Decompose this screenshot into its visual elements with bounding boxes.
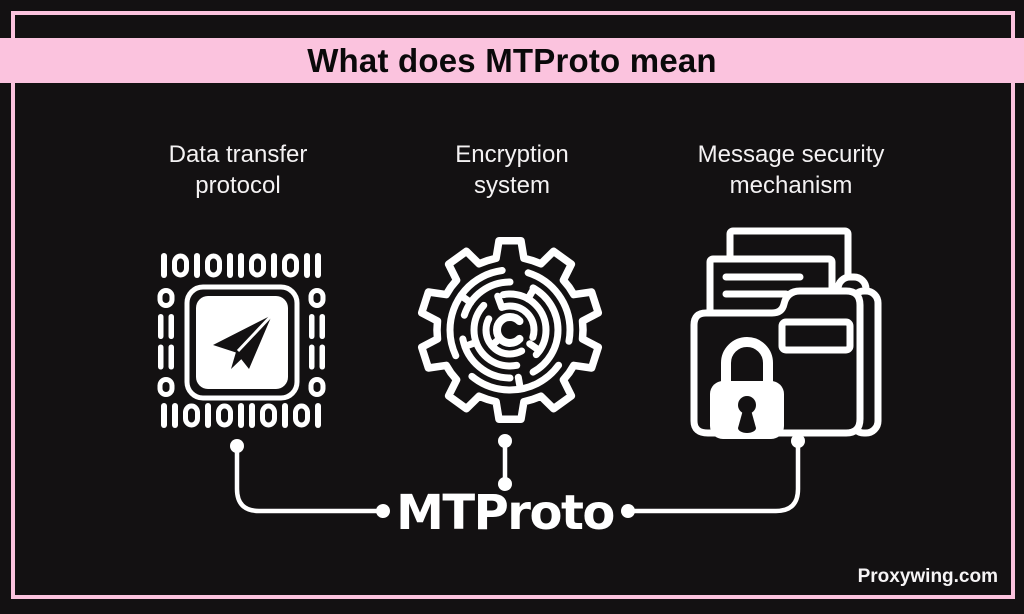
label-encryption-system: Encryption system: [455, 141, 569, 199]
paper-text-lines: [722, 273, 804, 298]
maze-wall: [494, 292, 506, 311]
binary-zero: [282, 253, 299, 278]
binary-bar: [227, 253, 233, 278]
binary-bar: [168, 314, 174, 339]
keyhole-stem: [738, 410, 756, 433]
telegram-chip-icon: [157, 253, 326, 428]
paper-plane-tail: [231, 352, 242, 369]
maze-ring: [446, 266, 574, 394]
paper-plane-fold: [236, 313, 274, 353]
page-title: What does MTProto mean: [307, 41, 717, 79]
binary-bar: [249, 403, 255, 428]
title-banner: What does MTProto mean: [0, 38, 1024, 83]
maze-ring: [482, 302, 538, 358]
binary-bar: [158, 344, 164, 370]
binary-zero: [172, 253, 189, 278]
site-watermark: Proxywing.com: [857, 566, 998, 587]
gear-outline: [417, 236, 603, 424]
maze-center: [493, 313, 527, 347]
binary-bar: [319, 314, 325, 339]
connector-left: [234, 443, 380, 514]
binary-zero: [260, 403, 277, 428]
label-message-security-mechanism: Message security mechanism: [697, 141, 885, 199]
binary-bar: [271, 253, 277, 278]
dot-right-of-title: [621, 504, 635, 518]
binary-zero: [205, 253, 222, 278]
maze-wall: [461, 338, 480, 350]
binary-bar: [161, 253, 167, 278]
dot-gear: [498, 434, 512, 448]
maze-wall: [457, 292, 475, 306]
binary-bar: [238, 253, 244, 278]
binary-bar: [172, 403, 178, 428]
padlock-shackle: [721, 337, 773, 389]
maze-gear-icon: [417, 236, 603, 424]
binary-bar: [161, 403, 167, 428]
binary-bar: [158, 314, 164, 339]
binary-bar: [282, 403, 288, 428]
binary-zero: [216, 403, 233, 428]
binary-zero: [183, 403, 200, 428]
binary-zero: [308, 377, 326, 397]
label-data-transfer-protocol: Data transfer protocol: [168, 141, 308, 199]
mtproto-wordmark: MTProto: [396, 485, 615, 541]
binary-bar: [205, 403, 211, 428]
binary-bar: [168, 344, 174, 370]
binary-zero: [157, 377, 175, 397]
maze-ring: [470, 290, 550, 370]
dot-chip: [230, 439, 244, 453]
binary-zero: [157, 288, 175, 308]
locked-folder-icon: [690, 227, 882, 439]
binary-zero: [249, 253, 266, 278]
binary-bar: [315, 403, 321, 428]
connector-right: [631, 438, 801, 514]
binary-bar: [319, 344, 325, 370]
maze-wall: [526, 340, 543, 355]
binary-bar: [238, 403, 244, 428]
maze-wall: [524, 284, 538, 303]
maze-ring: [458, 278, 562, 382]
binary-zero: [308, 288, 326, 308]
binary-bar: [309, 314, 315, 339]
binary-zero: [293, 403, 310, 428]
binary-bar: [194, 253, 200, 278]
binary-bar: [315, 253, 321, 278]
chip-outline: [184, 284, 300, 401]
maze-wall: [514, 373, 524, 393]
binary-bar: [304, 253, 310, 278]
keyhole-icon: [738, 396, 756, 414]
folder-label-slot: [778, 318, 854, 354]
dot-left-of-title: [376, 504, 390, 518]
binary-bar: [309, 344, 315, 370]
